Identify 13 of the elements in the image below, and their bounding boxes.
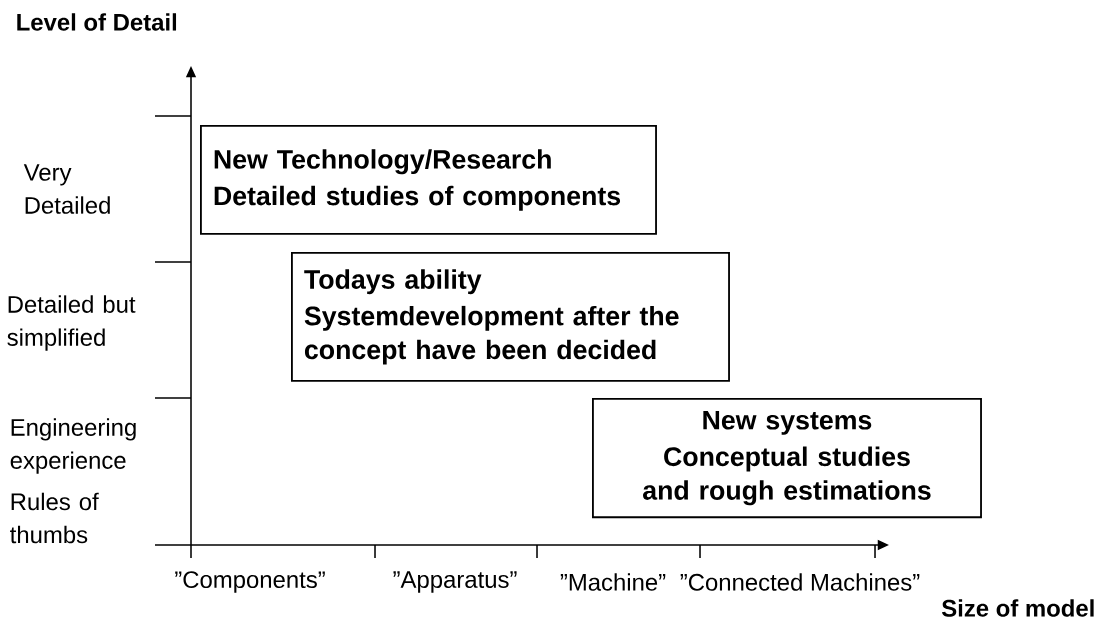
size-label: ”Machine”	[560, 573, 666, 591]
size-label: ”Apparatus”	[393, 571, 517, 593]
level-label: Engineering experience	[10, 418, 136, 474]
size-label: ”Connected Machines”	[680, 573, 920, 591]
size-label: ”Components”	[175, 571, 325, 593]
text-box: New systems Conceptual studies and rough estimations	[592, 398, 982, 519]
text-box: New Technology/Research Detailed studies of components	[200, 125, 657, 235]
level-label: Very Detailed	[23, 164, 110, 214]
text-box: Todays ability Systemdevelopment after the concept have been decided	[291, 252, 730, 382]
axis-title: Level of Detail	[17, 13, 177, 31]
axis-title: Size of model	[941, 599, 1094, 617]
level-label: Rules of thumbs	[10, 492, 99, 544]
level-label: Detailed but simplified	[7, 295, 136, 351]
